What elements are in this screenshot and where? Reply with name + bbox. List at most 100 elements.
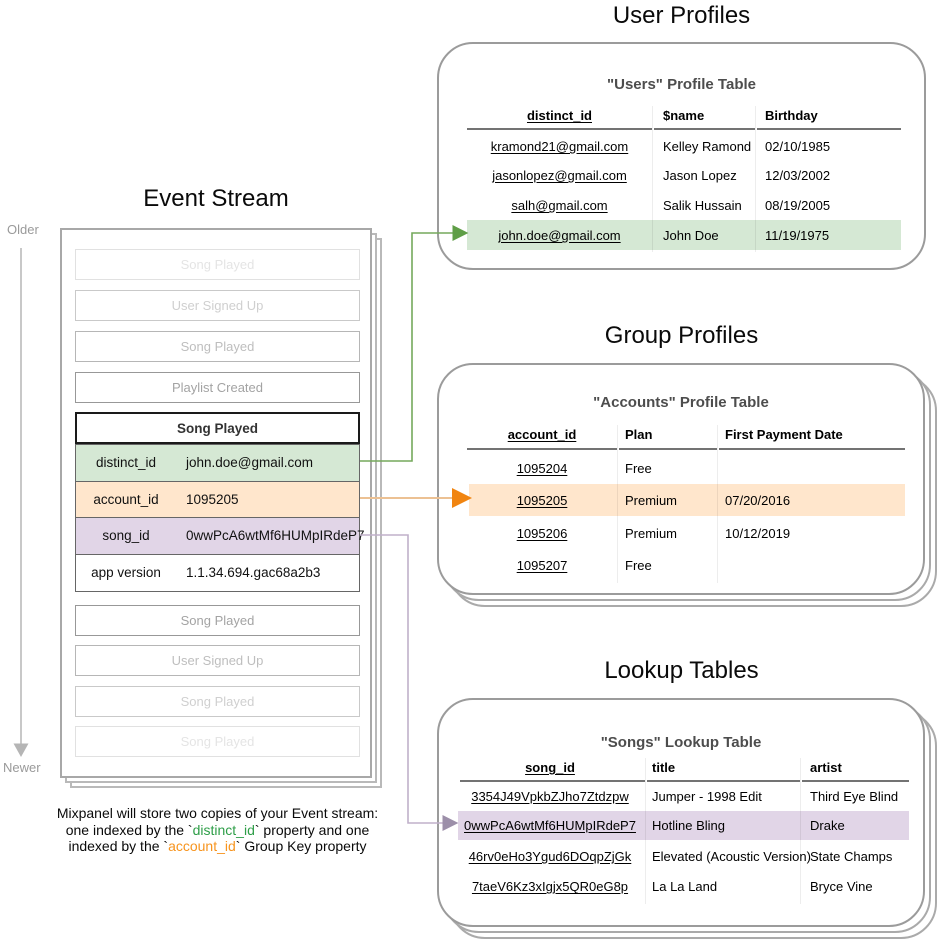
property-value: 1.1.34.694.gac68a2b3 <box>186 565 321 581</box>
users-table-title: "Users" Profile Table <box>607 76 756 93</box>
header-rule <box>467 128 652 130</box>
event-label: Song Played <box>180 339 255 354</box>
users-cell-name: Jason Lopez <box>663 168 737 183</box>
songs-col-title: title <box>652 760 676 775</box>
property-value: 0wwPcA6wtMf6HUMpIRdeP7 <box>186 528 365 544</box>
accounts-cell-id: 1095206 <box>516 526 568 541</box>
songs-cell-title: La La Land <box>652 879 718 894</box>
accounts-cell-date: 07/20/2016 <box>725 493 791 508</box>
caption-account-id-keyword: account_id <box>168 838 236 854</box>
accounts-cell-plan: Premium <box>625 526 678 541</box>
caption-line-2: one indexed by the `distinct_id` propert… <box>25 822 410 839</box>
header-rule <box>460 780 645 782</box>
caption-text: ` Group Key property <box>235 838 367 854</box>
users-cell-id: kramond21@gmail.com <box>490 139 629 154</box>
accounts-cell-date: 10/12/2019 <box>725 526 791 541</box>
songs-cell-artist: State Champs <box>810 849 893 864</box>
event-box: User Signed Up <box>75 290 360 321</box>
event-property-row-distinct-id: distinct_id john.doe@gmail.com <box>76 445 359 482</box>
event-property-row-song-id: song_id 0wwPcA6wtMf6HUMpIRdeP7 <box>76 518 365 555</box>
header-rule <box>647 780 800 782</box>
event-box: Song Played <box>75 605 360 636</box>
songs-cell-artist: Drake <box>810 818 845 833</box>
accounts-cell-plan: Premium <box>625 493 678 508</box>
event-property-row-account-id: account_id 1095205 <box>76 481 359 518</box>
accounts-cell-id: 1095207 <box>516 558 568 573</box>
users-cell-name: Salik Hussain <box>663 198 742 213</box>
users-cell-name: Kelley Ramond <box>663 139 752 154</box>
accounts-highlighted-row-background <box>469 484 905 516</box>
user-profiles-card: "Users" Profile Table distinct_id $name … <box>437 42 926 270</box>
user-profiles-heading: User Profiles <box>612 2 751 29</box>
accounts-cell-id: 1095204 <box>516 461 568 476</box>
caption-line-3: indexed by the `account_id` Group Key pr… <box>25 838 410 855</box>
property-key: song_id <box>102 528 150 544</box>
expanded-event-properties: distinct_id john.doe@gmail.com account_i… <box>75 444 365 592</box>
songs-cell-id: 7taeV6Kz3xIgjx5QR0eG8p <box>471 879 629 894</box>
event-label: Song Played <box>180 694 255 709</box>
users-cell-birthday: 11/19/1975 <box>765 228 830 243</box>
songs-col-artist: artist <box>810 760 842 775</box>
users-cell-name: John Doe <box>663 228 719 243</box>
users-col-birthday: Birthday <box>765 108 818 123</box>
property-value: 1095205 <box>186 491 239 507</box>
expanded-event-header: Song Played <box>75 412 360 444</box>
songs-cell-title: Jumper - 1998 Edit <box>652 789 762 804</box>
header-rule <box>654 128 755 130</box>
property-key: account_id <box>93 491 159 507</box>
accounts-cell-plan: Free <box>625 558 652 573</box>
accounts-cell-id: 1095205 <box>516 493 568 508</box>
accounts-col-first-payment-date: First Payment Date <box>725 427 843 442</box>
older-label: Older <box>7 222 39 237</box>
users-cell-id: jasonlopez@gmail.com <box>492 168 627 183</box>
accounts-cell-plan: Free <box>625 461 652 476</box>
songs-cell-title: Hotline Bling <box>652 818 725 833</box>
lookup-tables-card: "Songs" Lookup Table song_id title artis… <box>437 698 925 927</box>
event-label: Song Played <box>180 613 255 628</box>
event-box: Song Played <box>75 726 360 757</box>
property-key: distinct_id <box>95 455 157 471</box>
users-cell-id: john.doe@gmail.com <box>498 228 621 243</box>
header-rule <box>619 448 717 450</box>
users-cell-birthday: 12/03/2002 <box>765 168 831 183</box>
event-label: User Signed Up <box>171 653 264 668</box>
songs-cell-artist: Bryce Vine <box>810 879 873 894</box>
songs-cell-artist: Third Eye Blind <box>810 789 899 804</box>
event-box: User Signed Up <box>75 645 360 676</box>
event-property-row-app-version: app version 1.1.34.694.gac68a2b3 <box>76 555 359 592</box>
property-value: john.doe@gmail.com <box>186 455 314 471</box>
caption-text: Mixpanel will store two copies of your E… <box>56 805 379 821</box>
event-label: Song Played <box>180 734 255 749</box>
event-stream-heading: Event Stream <box>143 185 289 212</box>
event-stream-container: Song Played User Signed Up Song Played P… <box>60 228 372 778</box>
column-separator <box>645 758 646 904</box>
caption-line-1: Mixpanel will store two copies of your E… <box>25 805 410 822</box>
users-cell-birthday: 02/10/1985 <box>765 139 831 154</box>
header-rule <box>467 448 617 450</box>
expanded-event-name: Song Played <box>176 420 259 436</box>
caption-distinct-id-keyword: distinct_id <box>192 821 255 838</box>
event-label: Playlist Created <box>171 380 264 395</box>
users-highlighted-row-background <box>467 220 901 250</box>
newer-label: Newer <box>3 760 41 775</box>
songs-highlighted-row-background <box>458 811 909 840</box>
event-box: Song Played <box>75 249 360 280</box>
event-box: Song Played <box>75 331 360 362</box>
column-separator <box>800 758 801 904</box>
accounts-col-account-id: account_id <box>507 427 577 442</box>
event-label: Song Played <box>180 257 255 272</box>
songs-col-song-id: song_id <box>525 760 575 775</box>
users-cell-id: salh@gmail.com <box>511 198 608 213</box>
songs-table-title: "Songs" Lookup Table <box>600 734 762 751</box>
header-rule <box>757 128 901 130</box>
songs-cell-title: Elevated (Acoustic Version) <box>652 849 811 864</box>
group-profiles-heading: Group Profiles <box>604 322 759 349</box>
accounts-table-title: "Accounts" Profile Table <box>593 394 769 411</box>
users-col-distinct-id: distinct_id <box>526 108 592 123</box>
caption-text: indexed by the ` <box>68 838 169 854</box>
event-box: Playlist Created <box>75 372 360 403</box>
caption-text: one indexed by the ` <box>65 821 193 838</box>
event-box: Song Played <box>75 686 360 717</box>
users-cell-birthday: 08/19/2005 <box>765 198 831 213</box>
